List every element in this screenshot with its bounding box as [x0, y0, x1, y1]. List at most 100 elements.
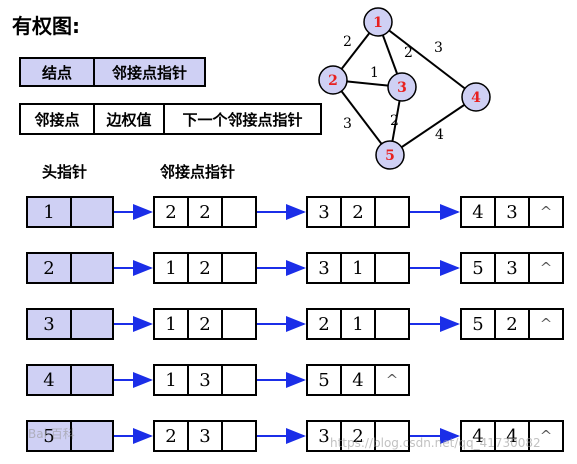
adjacency-node-vertex: 3 [308, 422, 342, 450]
adjacency-pointer-column-label: 邻接点指针 [160, 163, 236, 181]
adjacency-node-next: ^ [530, 422, 562, 450]
watermark-logo: Bai 百科 [28, 427, 75, 441]
adjacency-node-weight: 3 [189, 422, 223, 450]
legend-weight-label: 边权值 [95, 105, 165, 133]
adjacency-node-weight: 3 [189, 366, 223, 394]
page-title: 有权图: [12, 14, 80, 38]
adjacency-node-weight: 4 [342, 366, 376, 394]
head-node-vertex: 3 [28, 310, 72, 338]
null-pointer-mark: ^ [539, 259, 553, 277]
graph-node-3 [387, 72, 417, 102]
adjacency-node-next: ^ [530, 254, 562, 282]
edge-weight-1-4: 3 [434, 40, 443, 56]
adjacency-node-vertex: 3 [308, 198, 342, 226]
adjacency-node-next: ^ [530, 198, 562, 226]
head-node-3: 3 [26, 308, 114, 340]
adjacency-node-weight: 2 [189, 310, 223, 338]
adjacency-node-weight: 2 [342, 198, 376, 226]
edge-weight-1-2: 2 [343, 34, 352, 50]
legend-adj-node: 邻接点 边权值 下一个邻接点指针 [19, 103, 322, 135]
null-pointer-mark: ^ [539, 427, 553, 445]
head-node-vertex: 2 [28, 254, 72, 282]
watermark-url: https://blog.csdn.net/qq_41730082 [330, 436, 541, 450]
head-node-1: 1 [26, 196, 114, 228]
null-pointer-mark: ^ [385, 371, 399, 389]
head-node-vertex: 4 [28, 366, 72, 394]
adjacency-node-weight: 2 [189, 254, 223, 282]
adjacency-node-next [223, 366, 255, 394]
adjacency-node-next [223, 422, 255, 450]
edge-weight-2-3: 1 [370, 65, 379, 81]
adjacency-node-next [223, 310, 255, 338]
adjacency-node-vertex: 2 [155, 422, 189, 450]
adjacency-node-vertex: 2 [155, 198, 189, 226]
adjacency-node-next: ^ [530, 310, 562, 338]
adjacency-node-next [223, 198, 255, 226]
adjacency-node-vertex: 5 [308, 366, 342, 394]
head-node-pointer [72, 198, 112, 226]
graph-node-label-3: 3 [397, 80, 407, 96]
adjacency-node-vertex: 4 [462, 198, 496, 226]
adjacency-node-vertex: 1 [155, 366, 189, 394]
adjacency-node-next [376, 254, 408, 282]
adjacency-node-weight: 2 [189, 198, 223, 226]
graph-node-1 [363, 7, 393, 37]
graph-edge-1-4 [377, 21, 477, 98]
head-node-pointer [72, 366, 112, 394]
adjacency-node-weight: 3 [496, 198, 530, 226]
adjacency-node-vertex: 5 [462, 254, 496, 282]
legend-adj-vertex-label: 邻接点 [21, 105, 95, 133]
head-pointer-column-label: 头指针 [42, 163, 88, 181]
adjacency-node-weight: 2 [342, 422, 376, 450]
graph-node-2 [318, 65, 348, 95]
edge-weight-3-5: 2 [390, 113, 399, 129]
graph-node-label-4: 4 [471, 90, 481, 106]
edge-weight-4-5: 4 [435, 127, 444, 143]
graph-node-4 [461, 82, 491, 112]
head-node-pointer [72, 310, 112, 338]
null-pointer-mark: ^ [539, 203, 553, 221]
graph-node-label-5: 5 [385, 148, 395, 164]
adjacency-node-weight: 3 [496, 254, 530, 282]
adjacency-node-next [376, 198, 408, 226]
null-pointer-mark: ^ [539, 315, 553, 333]
legend-head-pointer-label: 邻接点指针 [111, 63, 187, 82]
graph-node-label-1: 1 [373, 15, 383, 31]
adjacency-node-vertex: 5 [462, 310, 496, 338]
legend-next-pointer-label: 下一个邻接点指针 [182, 110, 303, 129]
head-node-2: 2 [26, 252, 114, 284]
adjacency-node-next [223, 254, 255, 282]
adjacency-node-vertex: 1 [155, 310, 189, 338]
adjacency-node-next: ^ [376, 366, 408, 394]
adjacency-node-vertex: 1 [155, 254, 189, 282]
adjacency-node-next [376, 310, 408, 338]
legend-head-node: 结点 邻接点指针 [19, 57, 206, 87]
head-node-vertex: 1 [28, 198, 72, 226]
graph-node-label-2: 2 [328, 73, 338, 89]
adjacency-node-vertex: 2 [308, 310, 342, 338]
adjacency-node-weight: 1 [342, 310, 376, 338]
legend-head-node-label: 结点 [21, 59, 95, 85]
head-node-vertex: 5 [28, 422, 72, 450]
graph-edge-2-5 [332, 79, 391, 156]
adjacency-node-weight: 1 [342, 254, 376, 282]
graph-edge-4-5 [389, 96, 477, 156]
edge-weight-2-5: 3 [343, 116, 352, 132]
adjacency-node-weight: 4 [496, 422, 530, 450]
adjacency-node-vertex: 4 [462, 422, 496, 450]
head-node-pointer [72, 254, 112, 282]
